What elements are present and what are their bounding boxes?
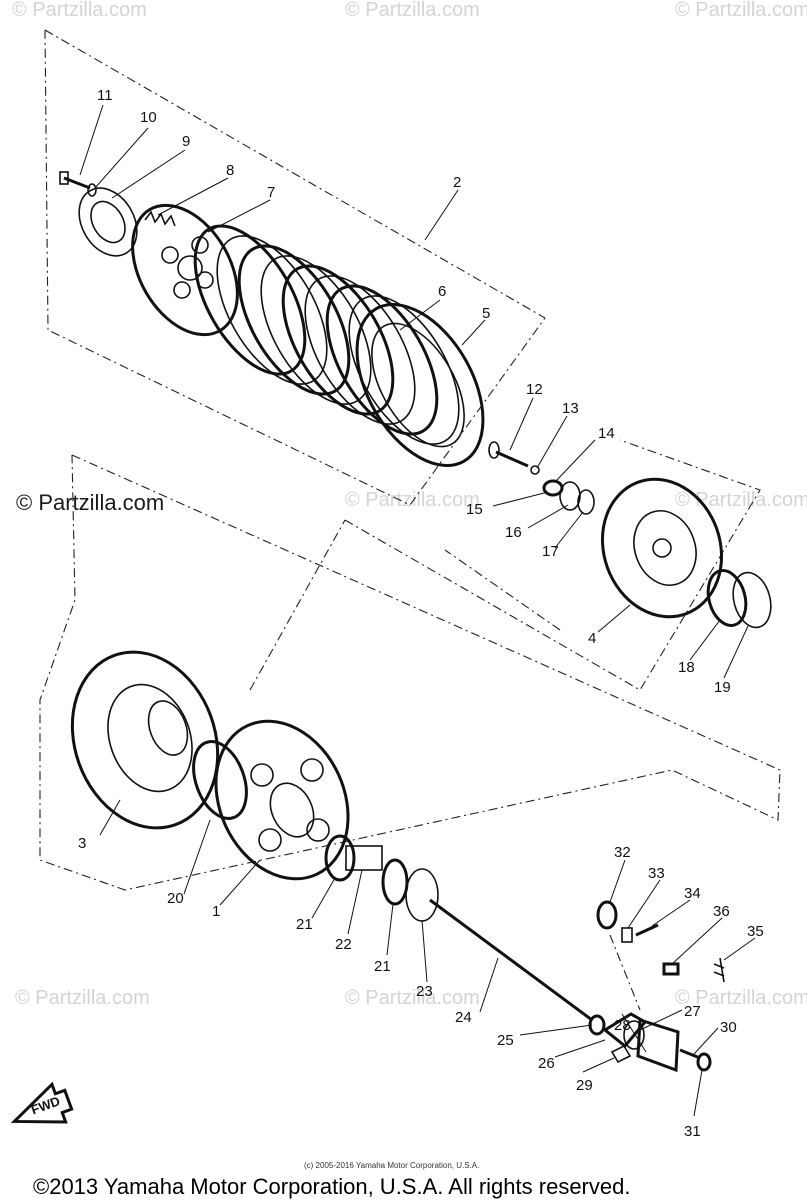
callout-labels: 1 2 3 4 5 6 7 8 9 10 11 12 13 14 15 16 1… — [78, 87, 764, 1140]
part-6-plate-stack — [193, 224, 460, 445]
part-8-spring — [144, 210, 176, 227]
watermark-mid-right: © Partzilla.com — [675, 489, 807, 511]
part-7-pressure-plate — [131, 203, 239, 337]
part-5-friction-plate — [355, 302, 485, 468]
callout-1: 1 — [212, 903, 220, 920]
part-21-needle-bearing-a — [324, 834, 356, 882]
callout-26: 26 — [538, 1055, 555, 1072]
part-24-push-rod — [429, 898, 593, 1022]
part-10-washer — [87, 183, 97, 197]
callout-36: 36 — [713, 903, 730, 920]
copyright-small: (c) 2005-2016 Yamaha Motor Corporation, … — [304, 1161, 479, 1170]
callout-7: 7 — [267, 184, 275, 201]
callout-16: 16 — [505, 524, 522, 541]
part-21-needle-bearing-b — [381, 858, 409, 906]
part-35-dowel-pin — [713, 957, 725, 983]
watermark-top-right: © Partzilla.com — [675, 0, 807, 21]
part-25-oil-seal — [588, 1014, 606, 1036]
part-1-driven-gear — [214, 719, 350, 881]
callout-20: 20 — [167, 890, 184, 907]
callout-27: 27 — [684, 1003, 701, 1020]
callout-12: 12 — [526, 381, 543, 398]
callout-24: 24 — [455, 1009, 472, 1026]
fwd-label: FWD — [29, 1093, 62, 1117]
callout-8: 8 — [226, 162, 234, 179]
callout-11: 11 — [97, 87, 113, 104]
callout-19: 19 — [714, 679, 731, 696]
watermark-low-left: © Partzilla.com — [15, 987, 150, 1009]
callout-30: 30 — [720, 1019, 737, 1036]
pressure-plate-group-boundary — [44, 29, 546, 506]
boss-subgroup-boundary — [344, 439, 761, 691]
callout-35: 35 — [747, 923, 764, 940]
callout-33: 33 — [648, 865, 665, 882]
part-29-bolt — [610, 1044, 632, 1064]
callout-23: 23 — [416, 983, 433, 1000]
part-3-clutch-housing — [70, 650, 220, 830]
part-31-nut — [696, 1052, 712, 1072]
lever-guide-line — [609, 934, 641, 1011]
callout-22: 22 — [335, 936, 352, 953]
part-32-cap — [596, 900, 618, 930]
part-11-bolt — [59, 171, 91, 190]
part-19-spacer — [732, 571, 772, 629]
callout-21a: 21 — [296, 916, 313, 933]
part-18-thrust-washer — [706, 569, 748, 627]
callout-34: 34 — [684, 885, 701, 902]
callout-9: 9 — [182, 133, 190, 150]
part-33-plug — [621, 927, 633, 943]
callout-29: 29 — [576, 1077, 593, 1094]
part-9-pressure-plate — [78, 187, 138, 257]
callout-14: 14 — [598, 425, 615, 442]
part-4-clutch-boss — [600, 477, 724, 619]
part-27-lever-bracket — [623, 1020, 645, 1050]
part-36-bolt — [662, 962, 680, 976]
watermark-top-left: © Partzilla.com — [12, 0, 147, 21]
callout-5: 5 — [482, 305, 490, 322]
callout-31: 31 — [684, 1123, 701, 1140]
part-13-ball — [530, 465, 540, 475]
callout-6: 6 — [438, 283, 446, 300]
callout-15: 15 — [466, 501, 483, 518]
callout-10: 10 — [140, 109, 157, 126]
callout-3: 3 — [78, 835, 86, 852]
copyright-main: ©2013 Yamaha Motor Corporation, U.S.A. A… — [33, 1174, 630, 1199]
callout-28: 28 — [614, 1017, 631, 1034]
watermark-left-prominent: © Partzilla.com — [16, 490, 164, 515]
part-20-washer — [192, 740, 248, 820]
fwd-arrow-icon: FWD — [10, 1081, 74, 1124]
part-23-thrust-washer — [405, 868, 439, 922]
watermark-low-center: © Partzilla.com — [345, 987, 480, 1009]
part-12-push-rod — [488, 441, 529, 468]
callout-2: 2 — [453, 174, 461, 191]
housing-guide-line — [249, 519, 346, 691]
callout-13: 13 — [562, 400, 579, 417]
callout-17: 17 — [542, 543, 559, 560]
watermark-low-right: © Partzilla.com — [675, 987, 807, 1009]
clutch-boss-group-boundary — [39, 454, 781, 891]
callout-leaders — [79, 104, 756, 1117]
part-30-adjust-screw — [679, 1048, 701, 1060]
callout-18: 18 — [678, 659, 695, 676]
part-15-nut — [542, 479, 564, 497]
watermark-mid-center: © Partzilla.com — [345, 489, 480, 511]
part-34-screw — [635, 923, 659, 937]
callout-21b: 21 — [374, 958, 391, 975]
watermark-top-center: © Partzilla.com — [345, 0, 480, 21]
pushrod-group-boundary — [444, 549, 561, 631]
part-28-cover — [636, 1017, 680, 1073]
part-17-washer — [577, 489, 595, 515]
part-22-collar — [345, 845, 383, 871]
callout-32: 32 — [614, 844, 631, 861]
callout-4: 4 — [588, 630, 596, 647]
callout-25: 25 — [497, 1032, 514, 1049]
part-16-washer — [559, 481, 581, 511]
